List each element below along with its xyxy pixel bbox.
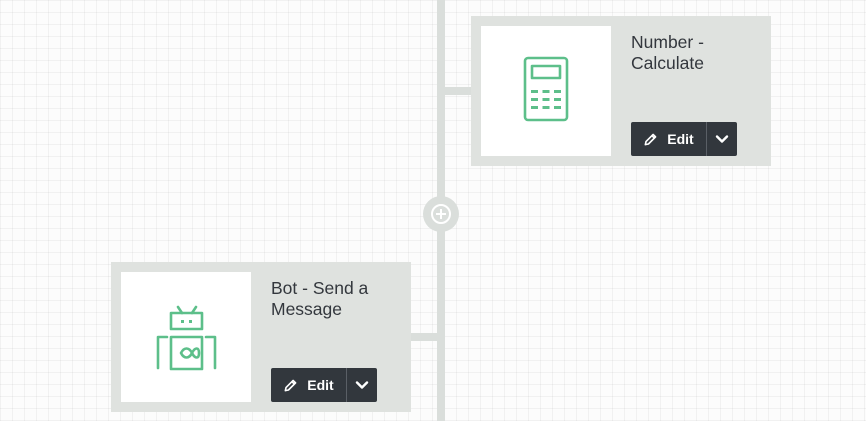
robot-icon	[156, 305, 217, 371]
pencil-icon	[284, 379, 297, 391]
calculator-icon	[523, 56, 569, 122]
more-options-button[interactable]	[707, 122, 737, 156]
step-actions: Edit	[271, 368, 377, 402]
step-title: Number - Calculate	[631, 32, 704, 73]
add-step-button[interactable]	[423, 196, 459, 232]
icon-tile	[121, 272, 251, 402]
step-card-number-calculate: Number - Calculate Edit	[471, 16, 771, 166]
more-options-button[interactable]	[347, 368, 377, 402]
pencil-icon	[644, 133, 657, 145]
chevron-down-icon	[355, 381, 369, 389]
edit-label: Edit	[307, 377, 334, 393]
edit-button[interactable]: Edit	[271, 368, 347, 402]
step-card-bot-send-message: Bot - Send a Message Edit	[111, 262, 411, 412]
step-title: Bot - Send a Message	[271, 278, 369, 319]
connector-step-2	[411, 333, 437, 341]
edit-button[interactable]: Edit	[631, 122, 707, 156]
connector-step-1	[445, 87, 471, 95]
step-actions: Edit	[631, 122, 737, 156]
edit-label: Edit	[667, 131, 694, 147]
icon-tile	[481, 26, 611, 156]
chevron-down-icon	[715, 135, 729, 143]
plus-icon	[431, 204, 451, 224]
